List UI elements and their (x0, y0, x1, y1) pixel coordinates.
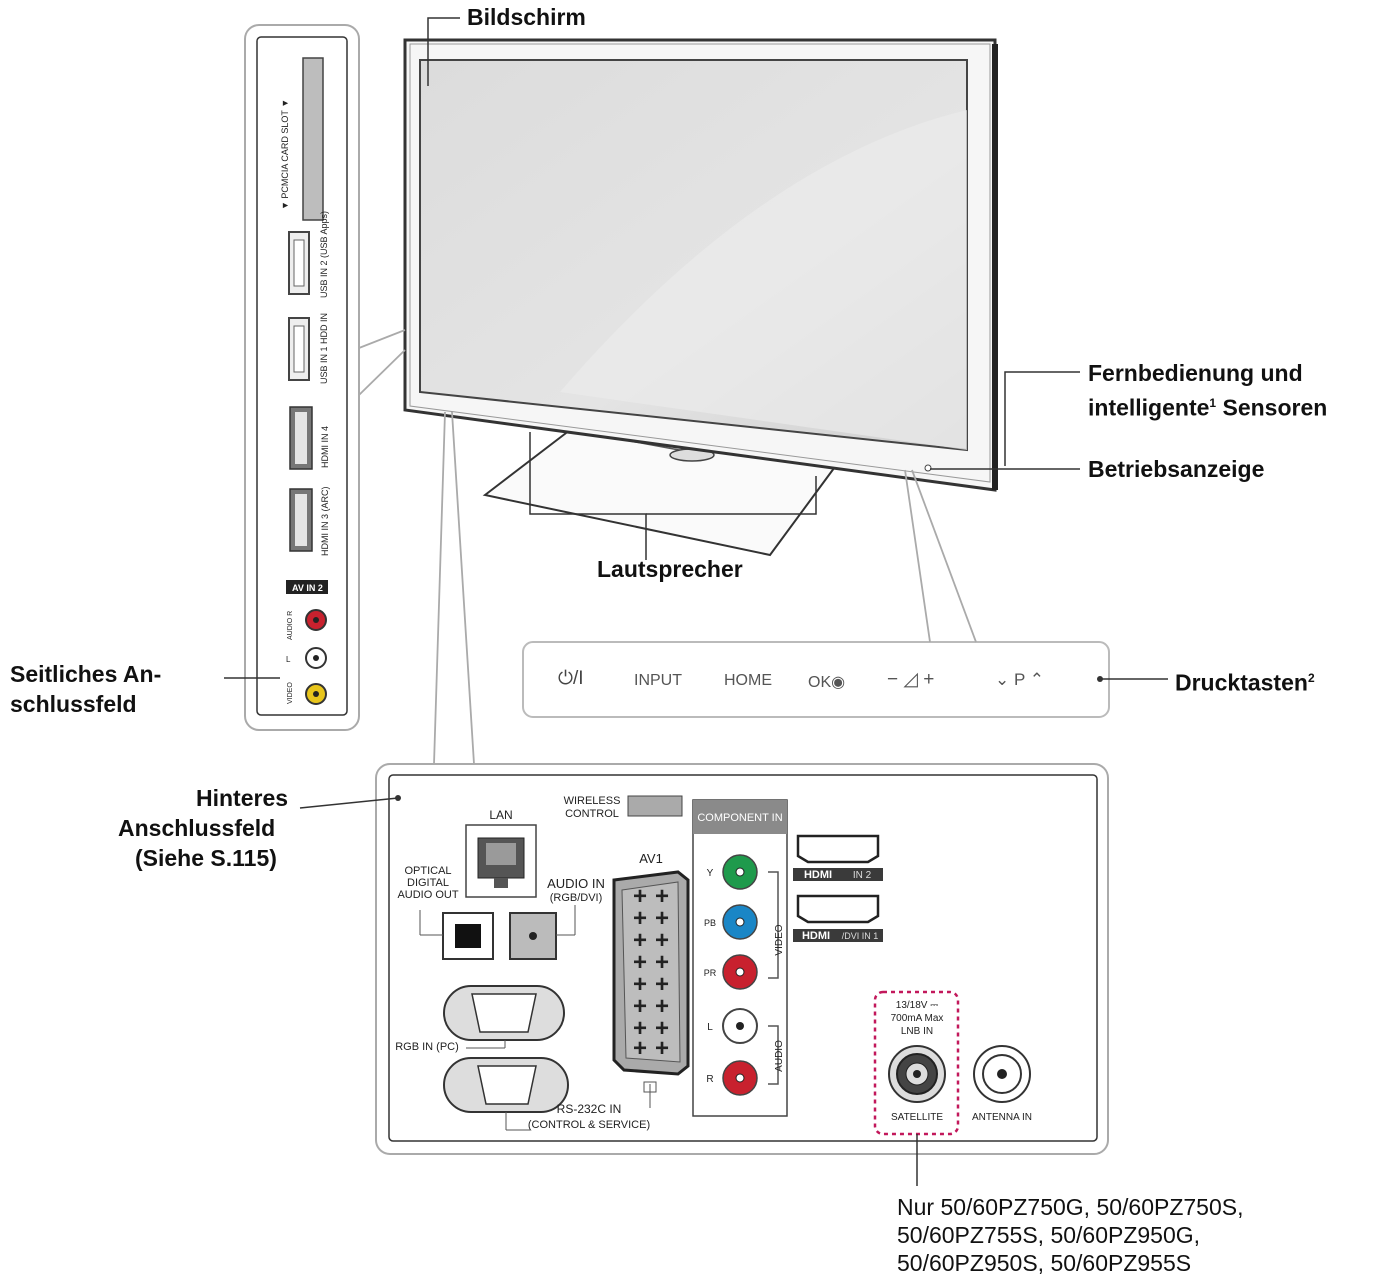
audio-in-label-1: AUDIO IN (547, 876, 605, 891)
footnote-marker-1: 1 (1209, 396, 1217, 410)
av-in-2-label: AV IN 2 (292, 583, 323, 593)
svg-text:+: + (655, 949, 669, 976)
label-side-panel-line1: Seitliches An- (10, 661, 162, 687)
usb1-label: USB IN 1 HDD IN (319, 313, 329, 384)
label-speakers: Lautsprecher (597, 556, 743, 582)
callout-lines (358, 329, 977, 765)
label-buttons: Drucktasten2 (1175, 664, 1315, 698)
rs232-label-2: (CONTROL & SERVICE) (528, 1119, 650, 1131)
lan-label: LAN (489, 808, 512, 822)
side-port-labels: ▼ PCMCIA CARD SLOT ▼ USB IN 2 (USB Apps)… (280, 99, 330, 704)
label-remote-sensor-line1: Fernbedienung und (1088, 360, 1303, 386)
audio-in-label-2: (RGB/DVI) (550, 892, 603, 904)
optical-label-2: DIGITAL (407, 877, 449, 889)
comp-audio-label: AUDIO (774, 1040, 785, 1072)
hdmi3-label: HDMI IN 3 (ARC) (320, 486, 330, 556)
hdmi2-label: IN 2 (853, 870, 872, 881)
ok-button: OK◉ (808, 674, 846, 691)
lnb-label-2: 700mA Max (891, 1013, 944, 1024)
comp-y-label: Y (707, 868, 714, 879)
label-screen: Bildschirm (467, 4, 586, 30)
rgb-in-label: RGB IN (PC) (395, 1041, 459, 1053)
component-in-label: COMPONENT IN (697, 812, 782, 824)
av1-label: AV1 (639, 851, 663, 866)
optical-label-3: AUDIO OUT (397, 889, 458, 901)
label-remote-sensor-word2: Sensoren (1216, 394, 1328, 421)
av1-pins: ++ ++ ++ ++ ++ ++ ++ ++ (633, 883, 669, 1062)
leader-lines (224, 17, 1168, 1186)
rear-port-labels: LAN WIRELESS CONTROL OPTICAL DIGITAL AUD… (395, 795, 1032, 1131)
svg-text:+: + (655, 993, 669, 1020)
satellite-label: SATELLITE (891, 1112, 943, 1123)
label-rear-panel-line2: Anschlussfeld (118, 815, 276, 841)
svg-text:+: + (655, 883, 669, 910)
pcmcia-label: ▼ PCMCIA CARD SLOT ▼ (280, 99, 290, 210)
svg-text:+: + (655, 1015, 669, 1042)
svg-text:+: + (633, 971, 647, 998)
label-remote-sensor-word: intelligente (1088, 394, 1210, 421)
audio-l-label: L (286, 655, 291, 664)
side-panel (244, 24, 360, 731)
model-note-line3: 50/60PZ950S, 50/60PZ955S (897, 1250, 1192, 1276)
usb2-label: USB IN 2 (USB Apps) (319, 211, 329, 298)
lnb-label-1: 13/18V ⎓ (896, 1000, 938, 1011)
power-button: ⏻/I (558, 668, 584, 689)
volume-buttons: − ◿ + (887, 669, 935, 690)
tv-body (403, 38, 998, 492)
hdmi1-label: /DVI IN 1 (842, 931, 879, 941)
wireless-label-2: CONTROL (565, 808, 619, 820)
svg-text:+: + (633, 1015, 647, 1042)
input-button: INPUT (634, 672, 682, 689)
svg-text:+: + (633, 905, 647, 932)
svg-text:+: + (655, 905, 669, 932)
svg-text:+: + (655, 971, 669, 998)
svg-text:+: + (633, 1035, 647, 1062)
label-buttons-word: Drucktasten (1175, 669, 1308, 696)
optical-label-1: OPTICAL (404, 865, 451, 877)
lnb-label-3: LNB IN (901, 1026, 933, 1037)
model-note-line2: 50/60PZ755S, 50/60PZ950G, (897, 1222, 1201, 1248)
label-power-indicator: Betriebsanzeige (1088, 456, 1265, 482)
home-button: HOME (724, 672, 772, 689)
comp-pr-label: PR (704, 968, 717, 978)
footnote-marker-2: 2 (1307, 671, 1315, 685)
rs232-label-1: RS-232C IN (557, 1102, 622, 1116)
svg-text:+: + (633, 949, 647, 976)
hdmi2-logo: HDMI (804, 869, 832, 881)
hdmi1-logo: HDMI (802, 930, 830, 942)
audio-r-label: AUDIO R (287, 611, 294, 640)
svg-text:+: + (633, 883, 647, 910)
comp-l-label: L (707, 1022, 713, 1033)
rear-panel: ++ ++ ++ ++ ++ ++ ++ ++ (375, 763, 1109, 1155)
model-note-line1: Nur 50/60PZ750G, 50/60PZ750S, (897, 1194, 1244, 1220)
label-rear-panel-line1: Hinteres (196, 785, 289, 811)
wireless-label-1: WIRELESS (564, 795, 621, 807)
svg-text:+: + (633, 927, 647, 954)
comp-r-label: R (706, 1074, 713, 1085)
hdmi4-label: HDMI IN 4 (320, 426, 330, 468)
label-remote-sensor-line2: intelligente1 Sensoren (1088, 389, 1327, 423)
comp-pb-label: PB (704, 918, 716, 928)
label-rear-panel-line3: (Siehe S.115) (135, 845, 277, 871)
video-label: VIDEO (287, 682, 294, 704)
program-buttons: ⌄ P ⌃ (995, 670, 1044, 689)
label-side-panel-line2: schlussfeld (10, 691, 137, 717)
svg-text:+: + (655, 1035, 669, 1062)
comp-video-label: VIDEO (774, 924, 785, 955)
svg-text:+: + (633, 993, 647, 1020)
antenna-in-label: ANTENNA IN (972, 1112, 1032, 1123)
svg-text:+: + (655, 927, 669, 954)
